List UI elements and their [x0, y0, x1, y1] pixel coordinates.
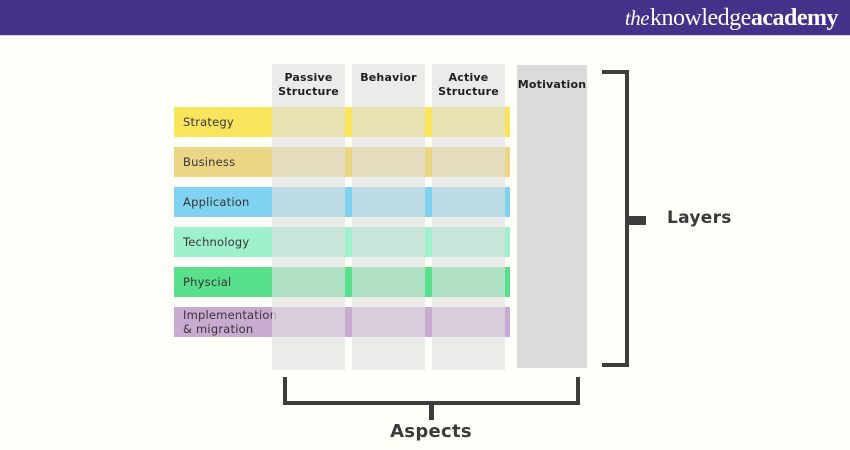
layer-row-label: Business: [183, 154, 236, 169]
column-motivation: Motivation: [517, 65, 587, 368]
brand-logo: theknowledgeacademy: [624, 4, 839, 31]
layer-row-label: Technology: [183, 234, 250, 249]
logo-word-the: the: [624, 5, 650, 30]
logo-word-knowledge: knowledge: [650, 4, 751, 31]
aspect-column-label: Behavior: [360, 71, 417, 84]
layer-row-label: Physcial: [183, 274, 232, 289]
aspects-label: Aspects: [390, 421, 472, 442]
column-motivation-label: Motivation: [517, 78, 587, 91]
layer-row-label: Implementation & migration: [183, 307, 278, 336]
layer-row-label: Strategy: [183, 114, 234, 129]
aspect-column-label: Active Structure: [438, 71, 499, 99]
aspects-bracket-tick: [429, 405, 434, 420]
layers-label: Layers: [667, 208, 732, 228]
aspect-column: Passive Structure: [272, 64, 345, 370]
layers-bracket-bottom-arm: [602, 363, 629, 367]
aspect-column: Behavior: [352, 64, 425, 370]
layers-bracket-top-arm: [602, 70, 629, 74]
aspect-column: Active Structure: [432, 64, 505, 370]
layers-bracket-line: [625, 70, 629, 367]
aspect-column-label: Passive Structure: [278, 71, 339, 99]
header-bar: theknowledgeacademy: [0, 0, 850, 36]
aspects-bracket-right-arm: [576, 377, 580, 405]
aspects-bracket-line: [283, 401, 580, 405]
layer-row-label: Application: [183, 194, 250, 209]
layers-bracket-tick: [629, 216, 646, 225]
logo-word-academy: academy: [750, 4, 839, 31]
aspects-bracket-left-arm: [283, 377, 287, 405]
